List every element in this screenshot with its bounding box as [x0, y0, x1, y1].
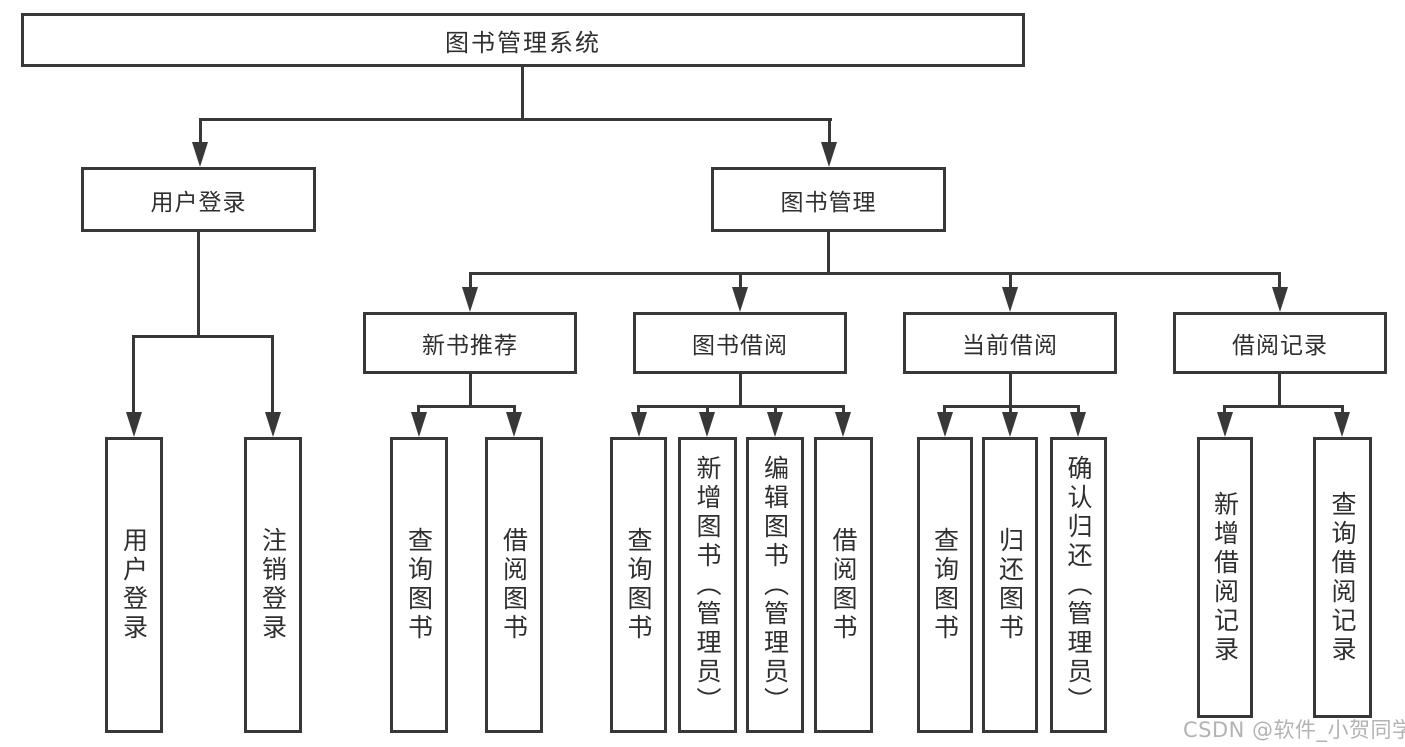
node-label: 编辑图书（管理员）	[760, 454, 790, 716]
node-label: 用户登录	[119, 527, 149, 643]
node-label: 当前借阅	[962, 333, 1058, 359]
node-label: 查询图书	[404, 527, 434, 643]
connector-line	[132, 335, 274, 338]
node-confirm-return-admin: 确认归还（管理员）	[1050, 437, 1107, 733]
arrowhead-icon	[265, 412, 281, 437]
node-label: 查询借阅记录	[1328, 490, 1357, 665]
node-add-books-admin: 新增图书（管理员）	[678, 437, 737, 733]
node-current-query-books: 查询图书	[917, 437, 973, 733]
connector-line	[1278, 272, 1281, 292]
node-label: 注销登录	[258, 527, 288, 643]
arrowhead-icon	[821, 142, 837, 167]
node-add-borrow-record: 新增借阅记录	[1197, 437, 1253, 718]
connector-line	[521, 67, 524, 120]
node-user-login: 用户登录	[105, 437, 163, 733]
node-label: 图书借阅	[692, 333, 788, 359]
connector-line	[1223, 405, 1343, 408]
arrowhead-icon	[462, 287, 478, 312]
node-library-system: 图书管理系统	[21, 13, 1025, 67]
node-return-books: 归还图书	[982, 437, 1038, 733]
connector-line	[271, 335, 274, 418]
arrowhead-icon	[1272, 287, 1288, 312]
node-current-borrow: 当前借阅	[903, 312, 1117, 374]
arrowhead-icon	[699, 412, 715, 437]
node-label: 图书管理	[780, 189, 877, 216]
node-label: 图书管理系统	[445, 28, 601, 57]
connector-line	[469, 374, 472, 407]
arrowhead-icon	[732, 287, 748, 312]
node-label: 确认归还（管理员）	[1064, 454, 1093, 716]
connector-line	[469, 272, 472, 292]
connector-line	[132, 335, 135, 418]
arrowhead-icon	[1002, 412, 1018, 437]
node-user-login-group: 用户登录	[81, 167, 316, 232]
connector-line	[197, 232, 200, 338]
node-borrow-books: 借阅图书	[814, 437, 873, 733]
node-label: 新书推荐	[422, 333, 518, 359]
node-label: 查询图书	[930, 527, 960, 643]
arrowhead-icon	[1217, 412, 1233, 437]
node-label: 借阅记录	[1232, 333, 1328, 359]
connector-line	[827, 232, 830, 274]
arrowhead-icon	[767, 412, 783, 437]
connector-line	[637, 405, 844, 408]
node-label: 新增图书（管理员）	[693, 454, 722, 716]
node-logout: 注销登录	[244, 437, 302, 733]
csdn-watermark: CSDN @软件_小贺同学	[1183, 718, 1405, 742]
node-label: 用户登录	[150, 189, 247, 216]
arrowhead-icon	[1002, 287, 1018, 312]
node-label: 新增借阅记录	[1210, 490, 1240, 665]
connector-line	[199, 118, 202, 150]
arrowhead-icon	[1070, 412, 1086, 437]
connector-line	[417, 405, 516, 408]
node-label: 查询图书	[624, 527, 653, 643]
arrowhead-icon	[1334, 412, 1350, 437]
connector-line	[739, 374, 742, 407]
node-label: 借阅图书	[829, 527, 858, 643]
connector-line	[1278, 374, 1281, 407]
connector-line	[469, 272, 1281, 275]
arrowhead-icon	[937, 412, 953, 437]
arrowhead-icon	[506, 412, 522, 437]
arrowhead-icon	[631, 412, 647, 437]
node-label: 归还图书	[995, 527, 1025, 643]
node-label: 借阅图书	[499, 527, 529, 643]
node-borrow-query-books: 查询图书	[610, 437, 667, 733]
connector-line	[739, 272, 742, 292]
connector-line	[828, 118, 831, 150]
connector-line	[1009, 374, 1012, 407]
node-recommend-query-books: 查询图书	[390, 437, 448, 733]
arrowhead-icon	[126, 412, 142, 437]
node-borrow-records: 借阅记录	[1173, 312, 1387, 374]
node-edit-books-admin: 编辑图书（管理员）	[746, 437, 804, 733]
node-book-management: 图书管理	[711, 167, 946, 232]
node-recommend-borrow-books: 借阅图书	[485, 437, 543, 733]
arrowhead-icon	[192, 142, 208, 167]
node-query-borrow-record: 查询借阅记录	[1313, 437, 1372, 718]
connector-line	[199, 118, 832, 121]
node-new-book-recommend: 新书推荐	[363, 312, 577, 374]
connector-line	[1009, 272, 1012, 292]
node-book-borrow: 图书借阅	[633, 312, 847, 374]
arrowhead-icon	[411, 412, 427, 437]
arrowhead-icon	[835, 412, 851, 437]
